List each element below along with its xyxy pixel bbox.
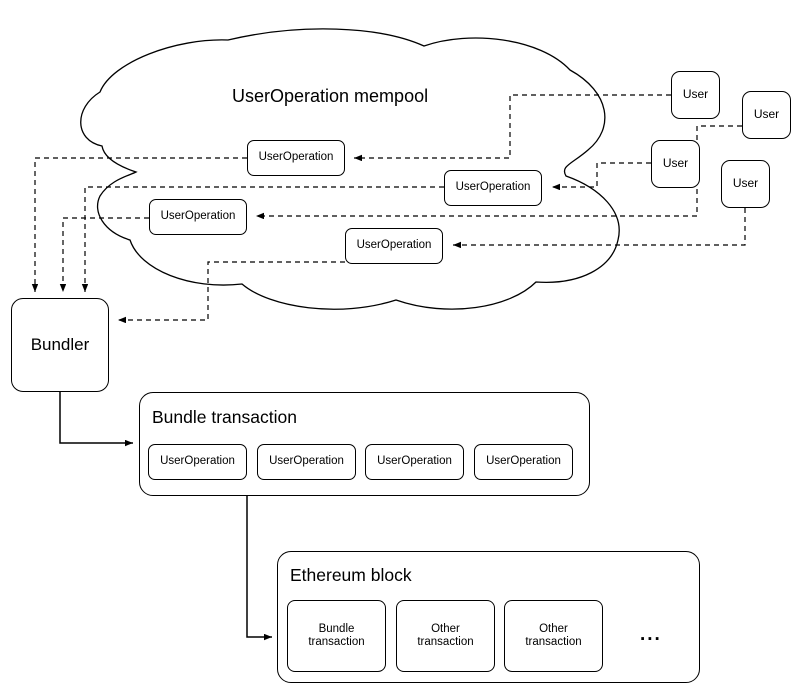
- bundle-useroperation-3[interactable]: UserOperation: [365, 444, 464, 480]
- flow-op4-to-bundler: [118, 261, 345, 324]
- block-transaction-other-2-line2: transaction: [525, 636, 582, 648]
- user-node-2[interactable]: User: [742, 91, 791, 139]
- flow-bundler-to-bundle-transaction: [59, 392, 133, 447]
- block-transaction-other-2-line1: Other: [539, 622, 568, 635]
- block-transaction-other-1-line2: transaction: [417, 636, 474, 648]
- flow-op1-to-bundler: [31, 157, 247, 292]
- user-node-4[interactable]: User: [721, 160, 770, 208]
- block-transaction-other-1-line1: Other: [431, 622, 460, 635]
- bundle-transaction-title: Bundle transaction: [152, 407, 297, 427]
- block-transaction-bundle-line2: transaction: [308, 636, 365, 648]
- flow-user1-to-op1: [354, 94, 671, 162]
- mempool-useroperation-3[interactable]: UserOperation: [149, 199, 247, 235]
- bundle-useroperation-4[interactable]: UserOperation: [474, 444, 573, 480]
- mempool-useroperation-4[interactable]: UserOperation: [345, 228, 443, 264]
- mempool-useroperation-1[interactable]: UserOperation: [247, 140, 345, 176]
- block-transaction-bundle-line1: Bundle: [318, 622, 355, 635]
- flow-op2-to-bundler: [81, 186, 444, 292]
- flow-op3-to-bundler: [59, 217, 149, 292]
- block-more-transactions-ellipsis: ...: [640, 624, 662, 645]
- flow-user3-to-op2: [552, 162, 651, 191]
- block-transaction-bundle[interactable]: Bundle transaction: [287, 600, 386, 672]
- block-transaction-other-1[interactable]: Other transaction: [396, 600, 495, 672]
- cloud-shape: [80, 28, 620, 310]
- bundler-node[interactable]: Bundler: [11, 298, 109, 392]
- bundle-useroperation-1[interactable]: UserOperation: [148, 444, 247, 480]
- block-transaction-other-2[interactable]: Other transaction: [504, 600, 603, 672]
- bundle-useroperation-2[interactable]: UserOperation: [257, 444, 356, 480]
- mempool-title: UserOperation mempool: [232, 86, 429, 106]
- user-node-1[interactable]: User: [671, 71, 720, 119]
- user-node-3[interactable]: User: [651, 140, 700, 188]
- flow-user4-to-op4: [453, 208, 746, 249]
- flow-bundle-transaction-to-block: [246, 496, 272, 641]
- mempool-useroperation-2[interactable]: UserOperation: [444, 170, 542, 206]
- ethereum-block-title: Ethereum block: [290, 565, 412, 585]
